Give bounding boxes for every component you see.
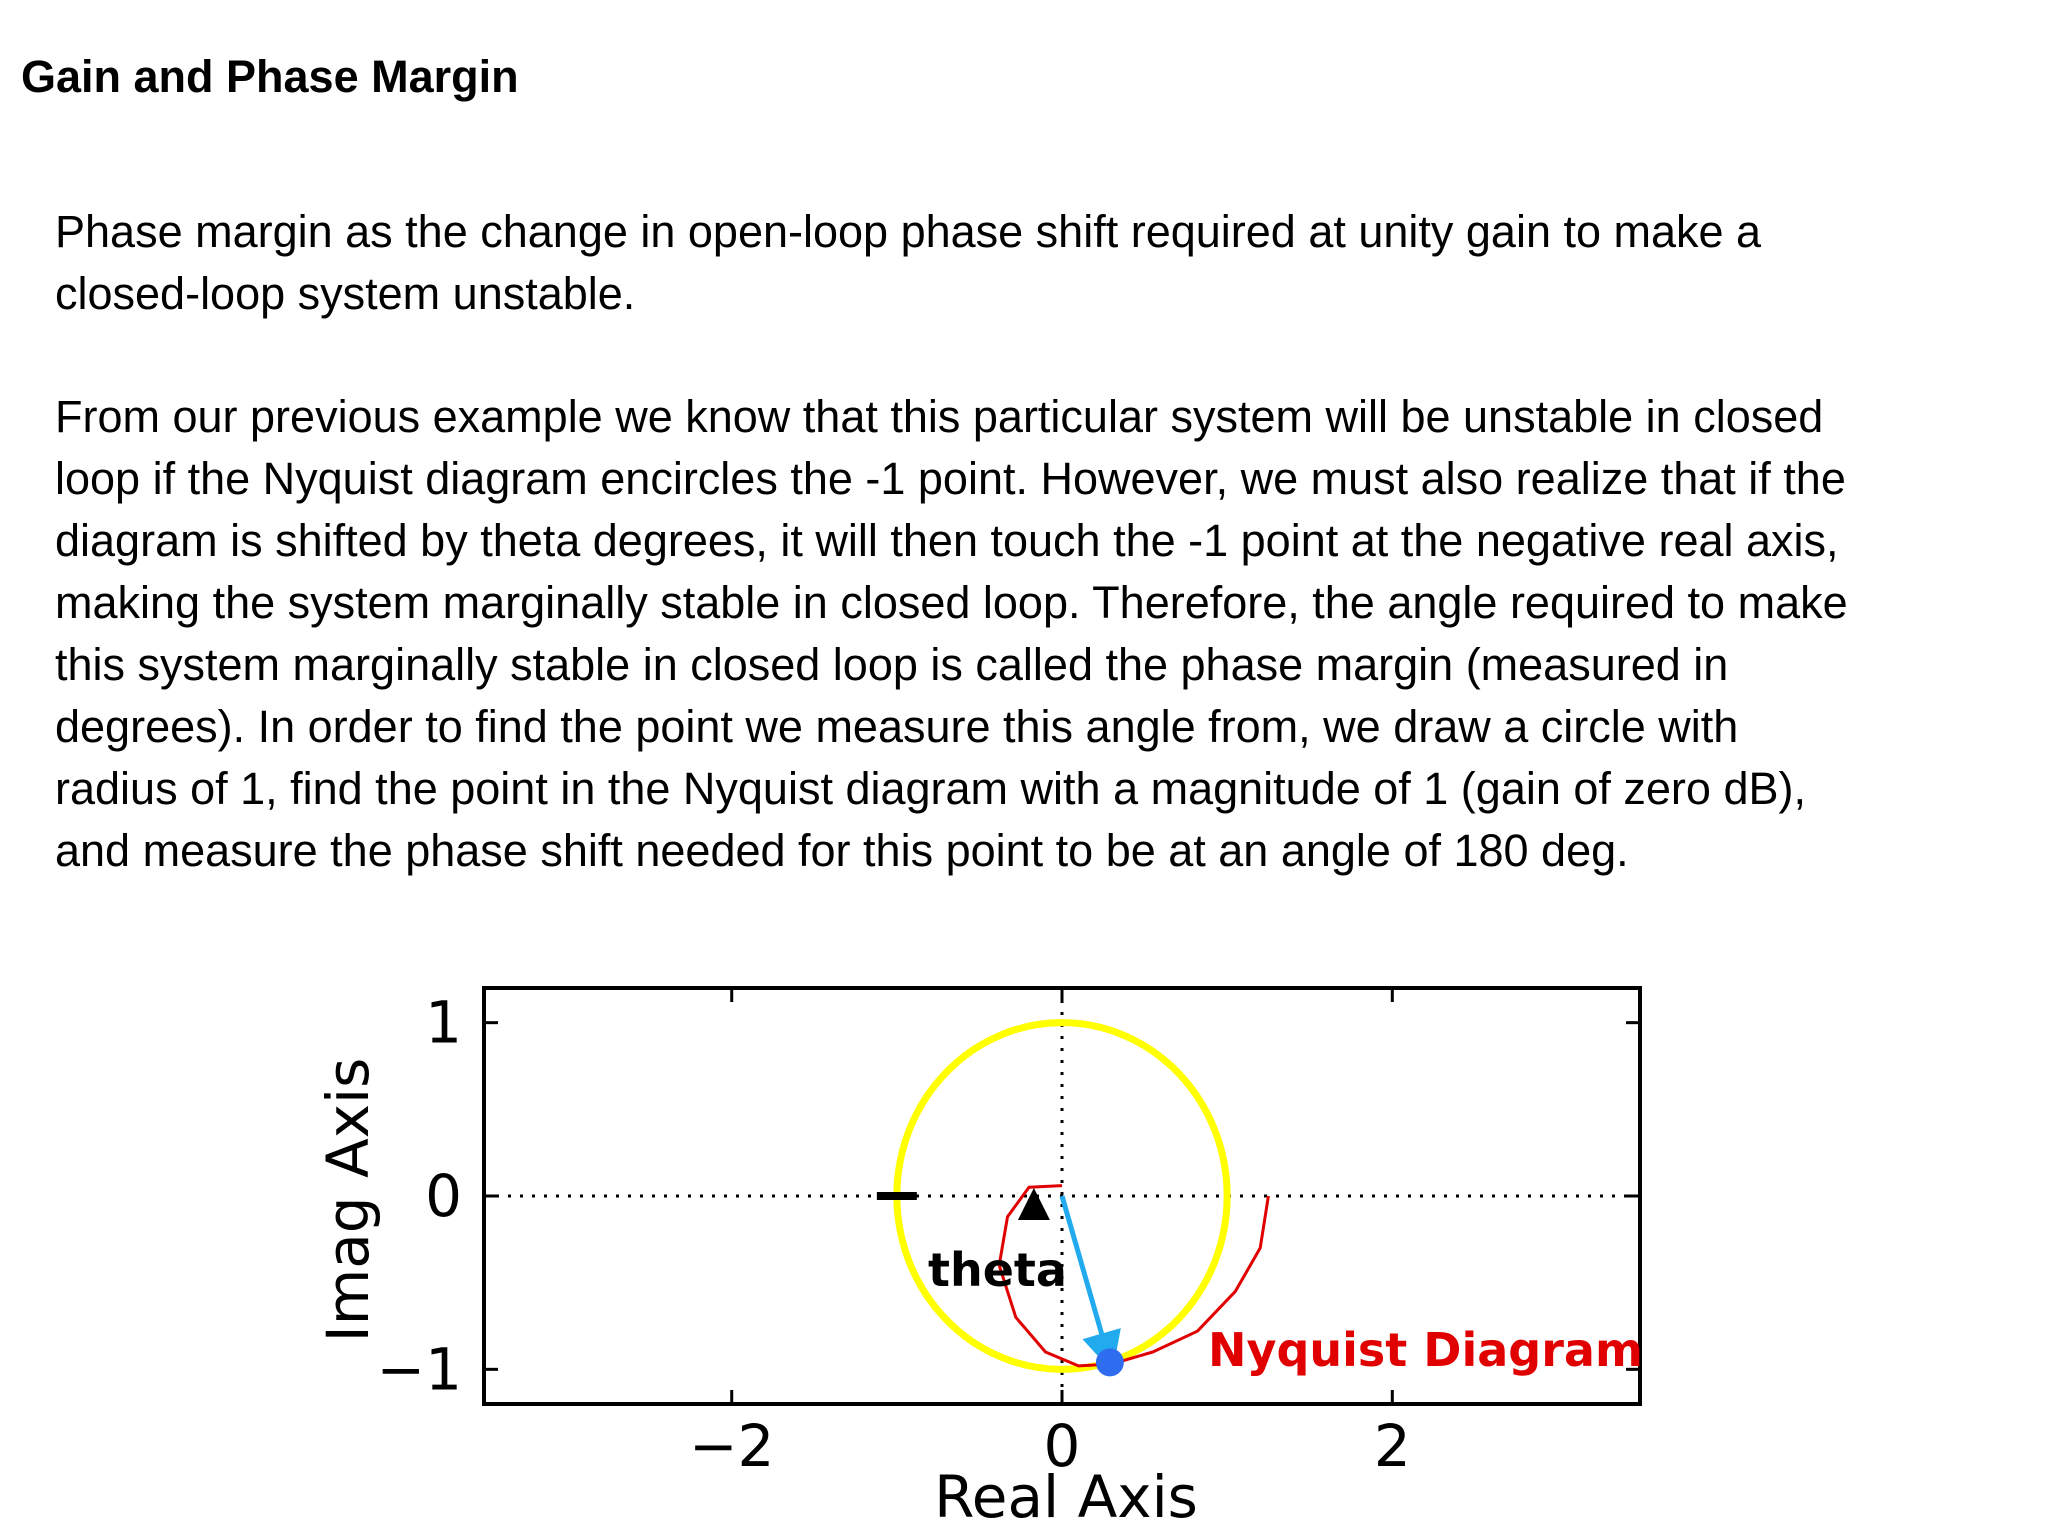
y-axis-label: Imag Axis (314, 1058, 382, 1343)
text-line: Phase margin as the change in open-loop … (55, 206, 1762, 257)
theta-arc-arrow (1017, 1188, 1050, 1221)
nyquist-phase-margin-figure: −2 0 2 −1 0 1 Real Axis Imag Axis theta Nyqui… (314, 986, 1643, 1531)
y-tick-label: −1 (377, 1335, 463, 1403)
y-tick-label: 1 (425, 989, 462, 1057)
slide-title: Gain and Phase Margin (21, 51, 519, 102)
paragraph-nyquist-explanation: From our previous example we know that t… (55, 386, 2015, 882)
x-axis-label: Real Axis (934, 1463, 1198, 1531)
unity-gain-point (1095, 1348, 1124, 1377)
nyquist-diagram-label: Nyquist Diagram (1208, 1323, 1643, 1377)
text-line: degrees). In order to find the point we … (55, 701, 1739, 752)
text-line: closed-loop system unstable. (55, 268, 636, 319)
paragraph-phase-margin-definition: Phase margin as the change in open-loop … (55, 201, 2015, 325)
theta-label: theta (928, 1243, 1067, 1297)
text-line: loop if the Nyquist diagram encircles th… (55, 453, 1846, 504)
text-line: radius of 1, find the point in the Nyqui… (55, 763, 1806, 814)
x-tick-label: −2 (689, 1412, 775, 1480)
text-line: diagram is shifted by theta degrees, it … (55, 515, 1839, 566)
x-tick-label: 2 (1374, 1412, 1411, 1480)
y-tick-label: 0 (425, 1162, 462, 1230)
x-tick-label: 0 (1044, 1412, 1081, 1480)
text-line: making the system marginally stable in c… (55, 577, 1848, 628)
phase-vector-arrow (1059, 1195, 1121, 1373)
text-line: From our previous example we know that t… (55, 391, 1824, 442)
text-line: this system marginally stable in closed … (55, 639, 1729, 690)
text-line: and measure the phase shift needed for t… (55, 825, 1629, 876)
nyquist-curve (997, 1184, 1270, 1368)
